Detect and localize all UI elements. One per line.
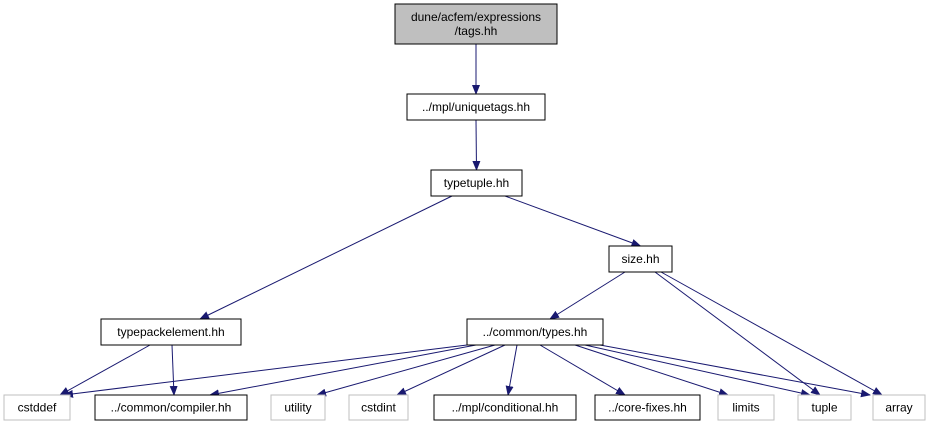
edge-size-to-array	[660, 271, 883, 396]
node-label: ../mpl/uniquetags.hh	[422, 100, 530, 114]
edge-typepackelement-to-compiler	[169, 344, 178, 396]
node-limits: limits	[717, 394, 775, 421]
edge-types-to-conditional	[505, 344, 518, 396]
node-box	[270, 394, 326, 421]
edge-size-to-types	[549, 271, 626, 320]
node-box	[872, 394, 926, 421]
node-label: ../common/types.hh	[483, 325, 588, 339]
node-box	[406, 93, 546, 121]
edge-typepackelement-to-cstddef	[59, 344, 151, 396]
node-box	[433, 394, 577, 421]
node-label: cstdint	[361, 401, 396, 415]
node-label: utility	[284, 401, 311, 415]
node-corefixes[interactable]: ../core-fixes.hh	[594, 394, 701, 421]
edge-types-to-utility	[316, 344, 496, 397]
node-size[interactable]: size.hh	[608, 245, 673, 273]
node-label: limits	[732, 401, 759, 415]
node-tuple: tuple	[797, 394, 852, 421]
node-conditional[interactable]: ../mpl/conditional.hh	[433, 394, 577, 421]
edge-types-to-cstddef	[63, 344, 468, 398]
edge-size-to-tuple	[654, 271, 821, 396]
node-cstddef: cstddef	[3, 394, 71, 421]
node-typepackelement[interactable]: typepackelement.hh	[100, 318, 242, 346]
edge-types-to-array	[599, 344, 871, 398]
edge-types-to-compiler	[209, 344, 477, 398]
edge-typetuple-to-size	[504, 195, 642, 247]
node-box	[430, 169, 523, 197]
node-types[interactable]: ../common/types.hh	[466, 318, 604, 346]
node-box	[394, 3, 558, 45]
edge-uniquetags-to-typetuple	[472, 119, 481, 171]
edge-types-to-cstdint	[396, 344, 506, 396]
node-layer: dune/acfem/expressions/tags.hh ../mpl/uni…	[3, 3, 926, 421]
edge-types-to-corefixes	[539, 344, 626, 396]
node-utility: utility	[270, 394, 326, 421]
node-box	[94, 394, 248, 421]
node-box	[100, 318, 242, 346]
node-label: size.hh	[621, 252, 659, 266]
node-box	[348, 394, 409, 421]
node-label: ../core-fixes.hh	[608, 401, 687, 415]
node-label: cstddef	[18, 401, 57, 415]
edge-layer	[59, 44, 883, 398]
node-box	[717, 394, 775, 421]
node-label: dune/acfem/expressions	[411, 10, 541, 24]
node-typetuple[interactable]: typetuple.hh	[430, 169, 523, 197]
node-label: ../mpl/conditional.hh	[452, 401, 559, 415]
node-box	[3, 394, 71, 421]
node-label: typetuple.hh	[444, 176, 509, 190]
node-label: tuple	[811, 401, 837, 415]
edge-types-to-tuple	[584, 344, 811, 397]
node-box	[594, 394, 701, 421]
node-label: ../common/compiler.hh	[111, 401, 232, 415]
node-tags[interactable]: dune/acfem/expressions/tags.hh	[394, 3, 558, 45]
node-box	[466, 318, 604, 346]
edge-typetuple-to-typepackelement	[199, 195, 453, 320]
node-label: /tags.hh	[455, 24, 498, 38]
node-label: array	[885, 401, 912, 415]
node-compiler[interactable]: ../common/compiler.hh	[94, 394, 248, 421]
node-box	[608, 245, 673, 273]
node-box	[797, 394, 852, 421]
node-label: typepackelement.hh	[117, 325, 224, 339]
node-array: array	[872, 394, 926, 421]
node-uniquetags[interactable]: ../mpl/uniquetags.hh	[406, 93, 546, 121]
edge-types-to-limits	[574, 344, 729, 397]
node-cstdint: cstdint	[348, 394, 409, 421]
